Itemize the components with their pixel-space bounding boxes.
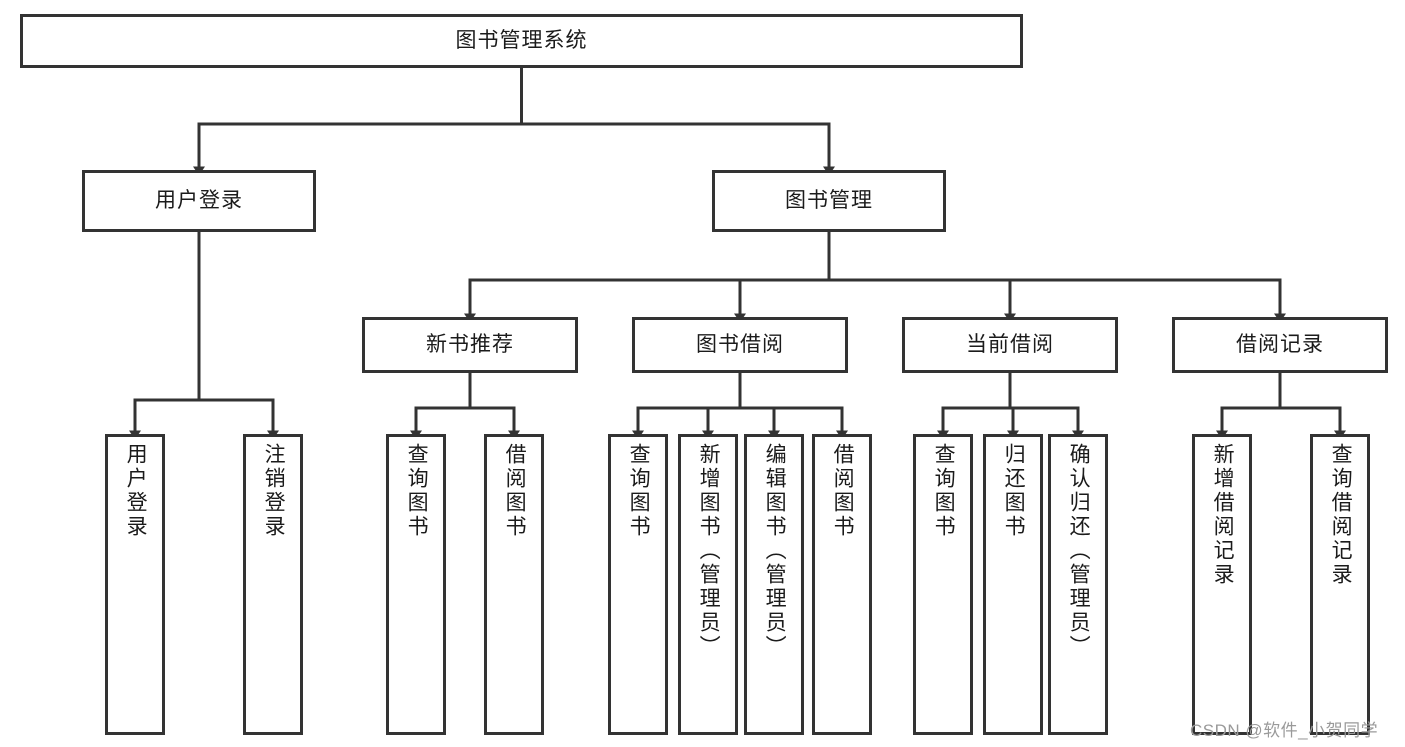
node-l3-a1[interactable]: 用户登录 — [105, 434, 165, 735]
node-l3-b2[interactable]: 借阅图书 — [484, 434, 544, 735]
node-label: 用户登录 — [124, 443, 148, 539]
node-label: 借阅图书 — [831, 443, 855, 539]
node-label: 用户登录 — [155, 188, 243, 212]
node-l3-b1[interactable]: 查询图书 — [386, 434, 446, 735]
node-l3-d1[interactable]: 查询图书 — [913, 434, 973, 735]
node-label: 注销登录 — [262, 443, 286, 539]
node-label: 图书借阅 — [696, 332, 784, 356]
node-label: 借阅图书 — [503, 443, 527, 539]
node-l2-record[interactable]: 借阅记录 — [1172, 317, 1388, 373]
node-l2-new[interactable]: 新书推荐 — [362, 317, 578, 373]
node-l3-a2[interactable]: 注销登录 — [243, 434, 303, 735]
node-l3-c2[interactable]: 新增图书（管理员） — [678, 434, 738, 735]
edge-group — [129, 66, 1346, 440]
node-l1-login[interactable]: 用户登录 — [82, 170, 316, 232]
node-l2-borrow[interactable]: 图书借阅 — [632, 317, 848, 373]
node-label: 借阅记录 — [1236, 332, 1324, 356]
node-label: 当前借阅 — [966, 332, 1054, 356]
node-label: 查询图书 — [627, 443, 651, 539]
node-l3-c4[interactable]: 借阅图书 — [812, 434, 872, 735]
node-l3-e1[interactable]: 新增借阅记录 — [1192, 434, 1252, 735]
node-label: 查询图书 — [932, 443, 956, 539]
node-l3-c1[interactable]: 查询图书 — [608, 434, 668, 735]
node-l3-d2[interactable]: 归还图书 — [983, 434, 1043, 735]
node-l1-book[interactable]: 图书管理 — [712, 170, 946, 232]
node-label: 查询借阅记录 — [1329, 443, 1353, 587]
node-root[interactable]: 图书管理系统 — [20, 14, 1023, 68]
node-label: 新书推荐 — [426, 332, 514, 356]
node-label: 编辑图书（管理员） — [763, 443, 787, 659]
node-label: 查询图书 — [405, 443, 429, 539]
node-label: 图书管理系统 — [455, 28, 588, 52]
node-label: 图书管理 — [785, 188, 873, 212]
node-l3-c3[interactable]: 编辑图书（管理员） — [744, 434, 804, 735]
node-label: 确认归还（管理员） — [1067, 443, 1091, 659]
node-l3-e2[interactable]: 查询借阅记录 — [1310, 434, 1370, 735]
node-label: 新增图书（管理员） — [697, 443, 721, 659]
node-l3-d3[interactable]: 确认归还（管理员） — [1048, 434, 1108, 735]
node-label: 新增借阅记录 — [1211, 443, 1235, 587]
node-l2-current[interactable]: 当前借阅 — [902, 317, 1118, 373]
node-label: 归还图书 — [1002, 443, 1026, 539]
csdn-watermark: CSDN @软件_小贺同学 — [1190, 721, 1379, 740]
